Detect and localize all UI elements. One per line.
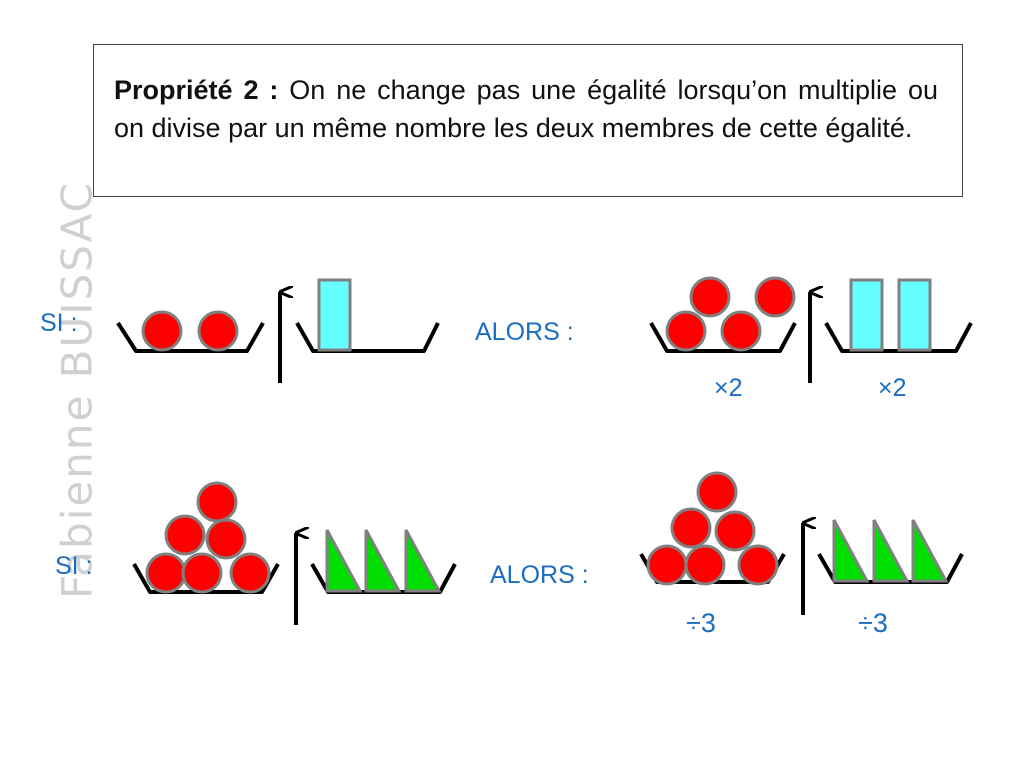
left-multiplier: ×2 bbox=[714, 374, 743, 402]
row1-alors-label: ALORS : bbox=[475, 318, 574, 346]
row2-alors: ALORS : ÷3 ÷3 bbox=[490, 471, 964, 638]
triangle-block bbox=[832, 519, 870, 583]
triangle-block bbox=[325, 529, 363, 593]
row1-alors: ALORS : ×2 ×2 bbox=[475, 276, 973, 402]
ball bbox=[205, 518, 247, 560]
row2-si-left-tray bbox=[132, 481, 280, 594]
row1-si-right-tray bbox=[295, 278, 440, 353]
ball bbox=[197, 310, 239, 352]
left-divisor: ÷3 bbox=[686, 608, 716, 638]
triangle-block bbox=[872, 519, 910, 583]
row1-si: SI : bbox=[40, 278, 440, 383]
row2-alors-label: ALORS : bbox=[490, 561, 589, 589]
ball bbox=[665, 310, 707, 352]
property-title: Propriété 2 : bbox=[114, 75, 279, 105]
ball bbox=[670, 507, 712, 549]
rectangle-block bbox=[897, 278, 932, 352]
row1-alors-right-tray bbox=[824, 278, 973, 353]
property-statement: Propriété 2 : On ne change pas une égali… bbox=[114, 71, 938, 147]
rectangle-block bbox=[317, 278, 352, 352]
ball bbox=[164, 514, 206, 556]
ball bbox=[684, 544, 726, 586]
right-multiplier: ×2 bbox=[878, 374, 907, 402]
ball bbox=[696, 471, 738, 513]
row1-alors-left-tray bbox=[649, 276, 797, 353]
row2-si: SI : bbox=[55, 481, 457, 625]
ball bbox=[737, 544, 779, 586]
ball bbox=[689, 276, 731, 318]
triangle-block bbox=[404, 529, 442, 593]
triangle-block bbox=[911, 519, 949, 583]
ball bbox=[229, 552, 271, 594]
right-divisor: ÷3 bbox=[858, 608, 888, 638]
property-box: Propriété 2 : On ne change pas une égali… bbox=[93, 44, 963, 197]
property-body: On ne change pas une égalité lorsqu’on m… bbox=[114, 75, 939, 143]
triangle-block bbox=[364, 529, 402, 593]
row1-si-label: SI : bbox=[40, 309, 78, 337]
ball bbox=[141, 310, 183, 352]
row2-alors-left-tray bbox=[639, 471, 786, 586]
ball bbox=[196, 481, 238, 523]
ball bbox=[714, 510, 756, 552]
row2-alors-right-tray bbox=[817, 519, 964, 584]
ball bbox=[646, 544, 688, 586]
ball bbox=[145, 552, 187, 594]
ball bbox=[720, 310, 762, 352]
row1-si-left-tray bbox=[116, 310, 265, 353]
ball bbox=[181, 552, 223, 594]
ball bbox=[754, 276, 796, 318]
rectangle-block bbox=[849, 278, 884, 352]
row2-si-label: SI : bbox=[55, 552, 93, 580]
row2-si-right-tray bbox=[310, 529, 457, 594]
